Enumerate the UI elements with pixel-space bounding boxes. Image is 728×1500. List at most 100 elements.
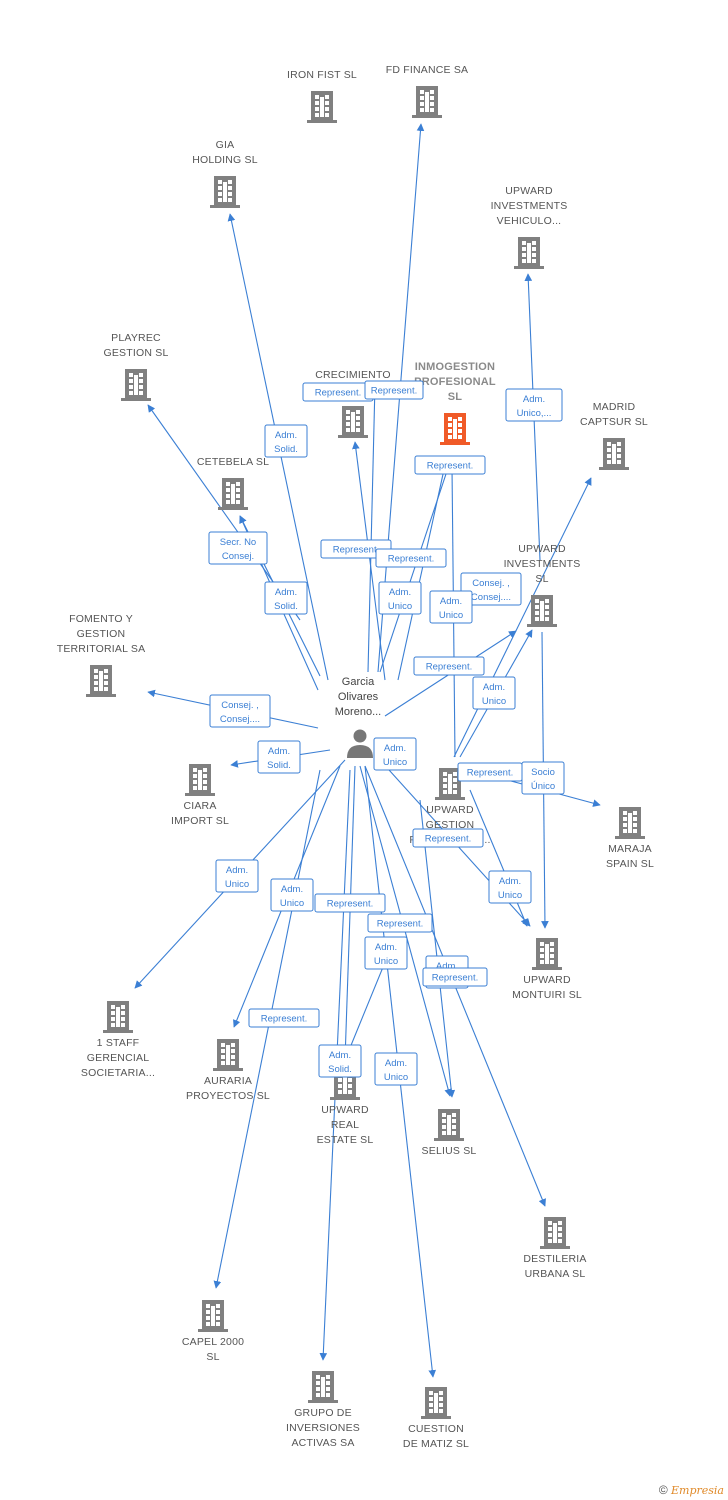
edge-label-16[interactable]: Represent. [457, 762, 523, 782]
edge-label-text: Adm. [440, 596, 462, 607]
edge-line-24 [419, 799, 456, 1098]
company-label-line: CUESTION [408, 1423, 464, 1435]
edge-label-text: Unico [225, 879, 249, 890]
edge-label-text: Represent. [425, 834, 471, 845]
company-label-line: FOMENTO Y [69, 613, 133, 625]
edge-label-box [208, 531, 268, 565]
edge-label-14[interactable]: Adm.Unico [472, 676, 516, 710]
building-icon [185, 764, 215, 796]
edge-label-box [318, 1044, 362, 1078]
company-node-ironfist[interactable]: IRON FIST SL [287, 69, 357, 123]
edge-label-text: Adm. [275, 430, 297, 441]
edge-label-text: Unico,... [517, 408, 552, 419]
building-icon [514, 237, 544, 269]
edge-label-7[interactable]: Represent. [375, 548, 447, 568]
company-label-line: HOLDING SL [192, 154, 258, 166]
edge-label-text: Unico [384, 1072, 408, 1083]
edge-label-23[interactable]: Represent. [314, 893, 386, 913]
edge-label-text: Consej.... [471, 592, 511, 603]
edge-label-8[interactable]: Adm.Unico [378, 581, 422, 615]
edge-label-text: Adm. [389, 587, 411, 598]
edge-line-27 [213, 769, 321, 1289]
edge-label-11[interactable]: Adm.Solid. [264, 581, 308, 615]
edge-label-text: Solid. [328, 1064, 352, 1075]
edge-label-18[interactable]: Represent. [412, 828, 484, 848]
company-label-line: DE MATIZ SL [403, 1438, 469, 1450]
company-node-upwardvehiculo[interactable]: UPWARDINVESTMENTSVEHICULO... [491, 185, 568, 269]
company-node-staff[interactable]: 1 STAFFGERENCIALSOCIETARIA... [81, 1001, 155, 1079]
edge-label-box [215, 859, 259, 893]
company-node-selius[interactable]: SELIUS SL [422, 1109, 477, 1157]
edge-label-28[interactable]: Represent. [422, 967, 488, 987]
edge-label-12[interactable]: Consej. ,Consej.... [209, 694, 271, 728]
company-label-line: GESTION [77, 628, 126, 640]
edge-label-25[interactable]: Adm.Unico [364, 936, 408, 970]
edge-label-box [314, 893, 386, 913]
company-label-line: CAPTSUR SL [580, 416, 648, 428]
company-label-line: SELIUS SL [422, 1145, 477, 1157]
edge-label-text: Unico [498, 890, 522, 901]
edge-label-30[interactable]: Adm.Unico [374, 1052, 418, 1086]
edge-label-27[interactable]: Represent. [248, 1008, 320, 1028]
edge-label-29[interactable]: Adm.Solid. [318, 1044, 362, 1078]
edge-label-text: Consej. , [472, 578, 510, 589]
empresia-logo[interactable]: Empresia [671, 1484, 724, 1497]
edge-label-13[interactable]: Adm.Solid. [257, 740, 301, 774]
edge-label-box [375, 548, 447, 568]
company-node-cetebela[interactable]: CETEBELA SL [197, 456, 269, 510]
edge-label-1[interactable]: Represent. [364, 380, 424, 400]
edge-label-box [472, 676, 516, 710]
edge-label-19[interactable]: Adm.Unico [488, 870, 532, 904]
company-node-fdfinance[interactable]: FD FINANCE SA [386, 64, 469, 118]
company-label-line: REAL [331, 1119, 359, 1131]
edge-label-text: Represent. [327, 899, 373, 910]
edge-label-text: Represent. [371, 386, 417, 397]
edge-label-15[interactable]: Represent. [413, 656, 485, 676]
edge-label-box [264, 424, 308, 458]
edge-label-box [505, 388, 563, 422]
company-label-line: UPWARD [321, 1104, 369, 1116]
edge-label-box [257, 740, 301, 774]
company-label-line: GESTION [426, 819, 475, 831]
building-icon [412, 86, 442, 118]
company-node-cuestion[interactable]: CUESTION DE MATIZ SL [403, 1387, 469, 1450]
edge-label-box [414, 455, 486, 475]
edge-label-box [373, 737, 417, 771]
person-node[interactable]: GarciaOlivaresMoreno... [335, 676, 381, 758]
company-label-line: SL [206, 1351, 219, 1363]
company-node-crecimiento[interactable]: CRECIMIENTOCONTROLADO [315, 369, 391, 438]
edge-label-10[interactable]: Adm.Unico [429, 590, 473, 624]
edge-label-3[interactable]: Adm.Unico,... [505, 388, 563, 422]
company-label-line: PROFESIONAL [414, 376, 496, 388]
edge-label-21[interactable]: Adm. Unico [215, 859, 259, 893]
edge-label-9[interactable]: Consej. , Consej.... [460, 572, 522, 606]
edge-label-box [412, 828, 484, 848]
edge-label-text: Adm. [384, 743, 406, 754]
edge-label-text: Adm. [226, 865, 248, 876]
edge-label-box [413, 656, 485, 676]
edge-label-0[interactable]: Represent. [302, 382, 374, 402]
edge-label-2[interactable]: Adm.Solid. [264, 424, 308, 458]
edge-label-box [364, 380, 424, 400]
edge-label-22[interactable]: Adm.Unico [270, 878, 314, 912]
edge-label-20[interactable]: Adm.Unico [373, 737, 417, 771]
person-label-line: Moreno... [335, 706, 381, 718]
edge-label-24[interactable]: Represent. [367, 913, 433, 933]
edge-label-5[interactable]: Represent. [414, 455, 486, 475]
